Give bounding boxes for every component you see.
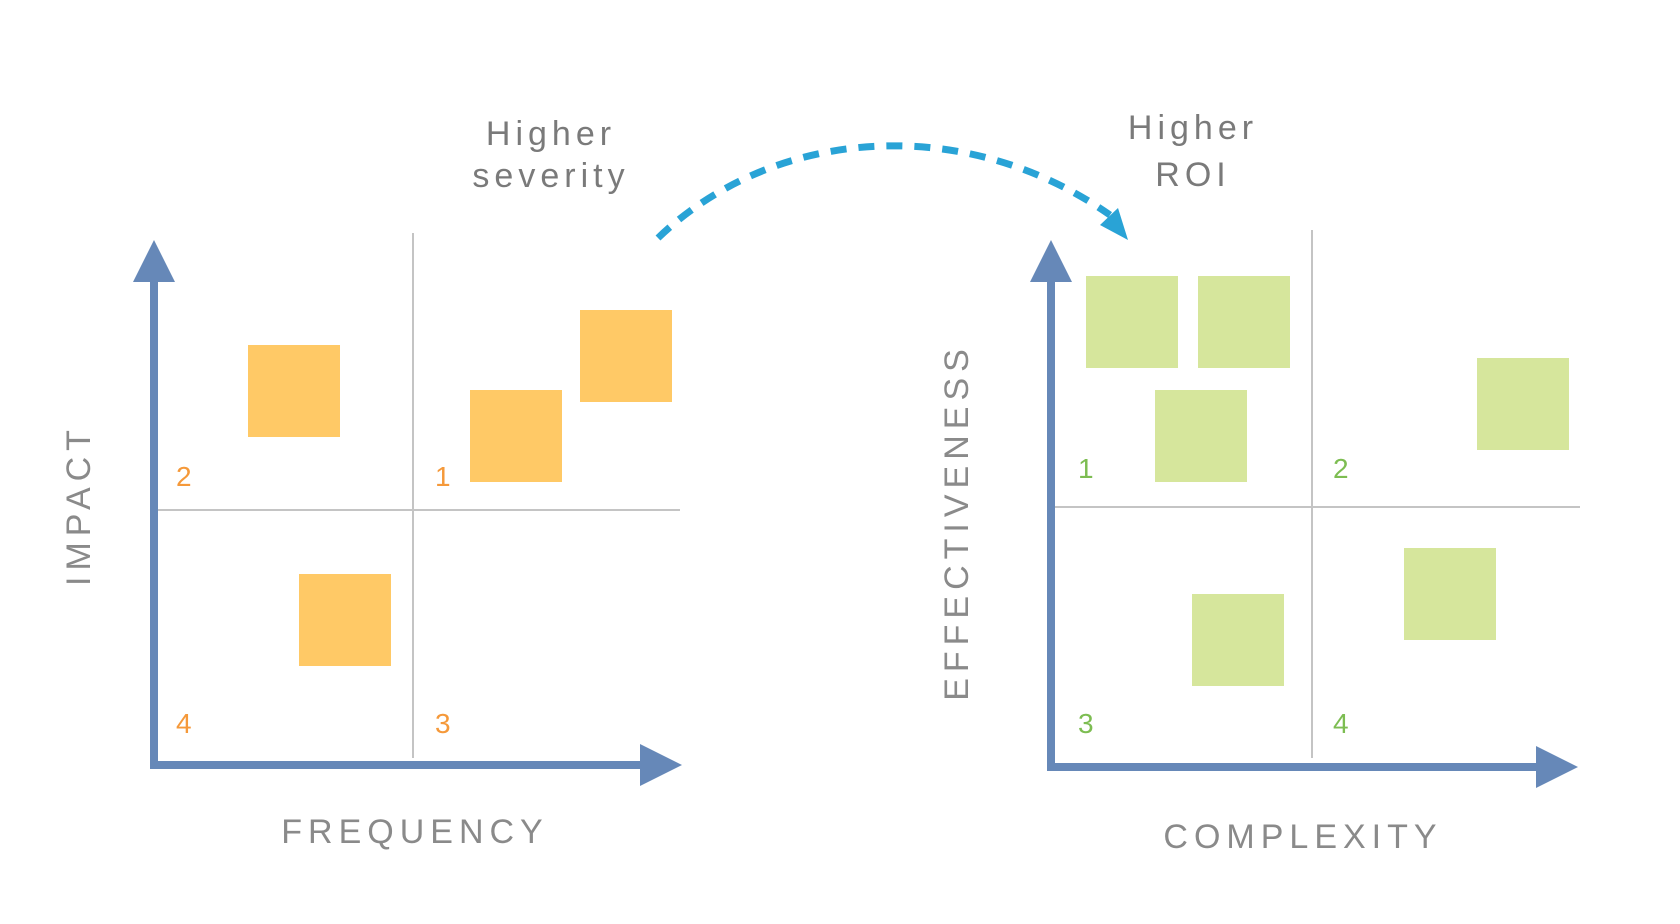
right-callout-line: ROI <box>1155 156 1230 194</box>
left-x-axis-label: FREQUENCY <box>281 813 548 851</box>
left-quadrant-number: 4 <box>176 708 192 739</box>
left-sticky-note <box>580 310 672 402</box>
right-quadrant-number: 4 <box>1333 708 1349 739</box>
right-y-axis-label: EFFECTIVENESS <box>938 343 976 701</box>
left-sticky-note <box>470 390 562 482</box>
left-x-axis-arrowhead <box>640 744 682 786</box>
right-sticky-note <box>1155 390 1247 482</box>
right-sticky-note <box>1477 358 1569 450</box>
right-matrix: 1 2 3 4 EFFECTIVENESS COMPLEXITY Higher … <box>938 109 1580 856</box>
right-x-axis-label: COMPLEXITY <box>1163 818 1442 856</box>
right-quadrant-number: 2 <box>1333 453 1349 484</box>
right-sticky-note <box>1192 594 1284 686</box>
right-quadrant-number: 3 <box>1078 708 1094 739</box>
left-y-axis-label: IMPACT <box>60 424 98 586</box>
left-sticky-note <box>248 345 340 437</box>
left-quadrant-number: 2 <box>176 461 192 492</box>
left-sticky-note <box>299 574 391 666</box>
right-sticky-note <box>1086 276 1178 368</box>
right-quadrant-number: 1 <box>1078 453 1094 484</box>
dashed-curved-arrow <box>655 142 1113 241</box>
right-x-axis-arrowhead <box>1536 746 1578 788</box>
left-quadrant-number: 3 <box>435 708 451 739</box>
left-callout-line: severity <box>472 157 629 195</box>
right-sticky-note <box>1198 276 1290 368</box>
dashed-arrow-head <box>1100 208 1128 240</box>
left-callout-line: Higher <box>486 115 616 153</box>
left-y-axis-arrowhead <box>133 240 175 282</box>
left-quadrant-number: 1 <box>435 461 451 492</box>
left-matrix: 2 1 4 3 IMPACT FREQUENCY Higher severity <box>60 115 682 851</box>
right-y-axis-arrowhead <box>1030 240 1072 282</box>
right-sticky-note <box>1404 548 1496 640</box>
right-callout-line: Higher <box>1128 109 1258 147</box>
